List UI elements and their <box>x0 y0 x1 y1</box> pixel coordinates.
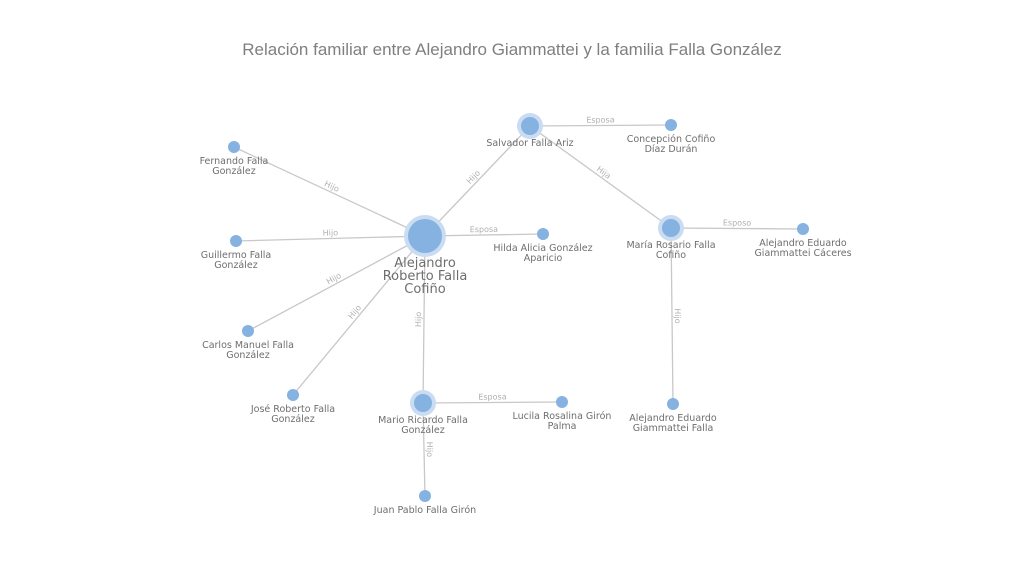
node-circle[interactable] <box>521 117 539 135</box>
node-label: Roberto Falla <box>383 269 468 284</box>
node-label: Guillermo Falla <box>201 250 272 261</box>
node-label: Fernando Falla <box>200 156 269 167</box>
node-circle[interactable] <box>419 490 431 502</box>
node-salvador[interactable]: Salvador Falla Ariz <box>486 113 574 149</box>
edge-label: Hija <box>595 164 613 180</box>
node-circle[interactable] <box>797 223 809 235</box>
node-circle[interactable] <box>408 219 442 253</box>
edge-label: Esposa <box>478 392 506 401</box>
node-label: Giammattei Falla <box>633 423 714 434</box>
edge-label: Esposa <box>586 115 614 124</box>
chart-title: Relación familiar entre Alejandro Giamma… <box>242 40 782 59</box>
node-label: Alejandro Eduardo <box>629 413 717 424</box>
edge-label: Esposo <box>723 218 751 227</box>
edge-salvador-alejandro_rfc <box>424 125 531 237</box>
node-label: Juan Pablo Falla Girón <box>373 505 476 516</box>
edge-alejandro_rfc-carlos <box>247 235 426 332</box>
node-label: Díaz Durán <box>645 144 698 155</box>
edge-label: Hijo <box>325 271 343 286</box>
node-circle[interactable] <box>537 228 549 240</box>
edge-alejandro_rfc-fernando <box>233 146 426 237</box>
node-label: Alejandro Eduardo <box>759 238 847 249</box>
edge-alejandro_rfc-jose <box>292 235 426 396</box>
node-label: Giammattei Cáceres <box>754 248 851 259</box>
edge-label: Hijo <box>673 308 682 324</box>
node-circle[interactable] <box>228 141 240 153</box>
node-circle[interactable] <box>414 394 432 412</box>
edge-label: Hijo <box>346 303 363 321</box>
node-circle[interactable] <box>230 235 242 247</box>
node-label: Concepción Cofiño <box>627 134 716 145</box>
node-label: Carlos Manuel Falla <box>202 340 294 351</box>
edge-label: Esposa <box>470 225 499 234</box>
edge-label: Hijo <box>414 312 423 328</box>
node-label: Lucila Rosalina Girón <box>513 411 612 422</box>
node-circle[interactable] <box>556 396 568 408</box>
edge-label: Hijo <box>323 228 339 237</box>
node-label: Cofiño <box>656 250 686 261</box>
node-label: Alejandro <box>394 256 456 271</box>
node-label: González <box>212 166 255 177</box>
node-juan[interactable]: Juan Pablo Falla Girón <box>373 490 476 516</box>
edge-maria-ae_caceres <box>670 227 804 230</box>
node-circle[interactable] <box>242 325 254 337</box>
node-label: Hilda Alicia González <box>493 243 592 254</box>
edge-salvador-concepcion <box>529 124 672 127</box>
edge-alejandro_rfc-guillermo <box>235 235 426 242</box>
edge-alejandro_rfc-mario <box>422 235 426 404</box>
node-label: Aparicio <box>524 253 563 264</box>
node-circle[interactable] <box>665 119 677 131</box>
node-circle[interactable] <box>667 398 679 410</box>
node-label: González <box>214 260 257 271</box>
node-label: Cofiño <box>404 282 445 297</box>
edge-label: Hijo <box>425 442 434 458</box>
node-label: José Roberto Falla <box>250 404 335 415</box>
edge-label: Hijo <box>323 179 341 194</box>
node-label: González <box>226 350 269 361</box>
node-label: María Rosario Falla <box>626 240 715 251</box>
edge-mario-juan <box>422 402 426 497</box>
edge-salvador-maria <box>529 125 672 229</box>
node-circle[interactable] <box>662 219 680 237</box>
edge-mario-lucila <box>422 401 563 404</box>
node-label: González <box>401 425 444 436</box>
node-label: Palma <box>548 421 577 432</box>
node-circle[interactable] <box>287 389 299 401</box>
edge-label: Hijo <box>465 168 482 185</box>
node-label: González <box>271 414 314 425</box>
node-label: Salvador Falla Ariz <box>486 138 573 149</box>
node-label: Mario Ricardo Falla <box>378 415 468 426</box>
edge-maria-ae_falla <box>670 227 674 405</box>
